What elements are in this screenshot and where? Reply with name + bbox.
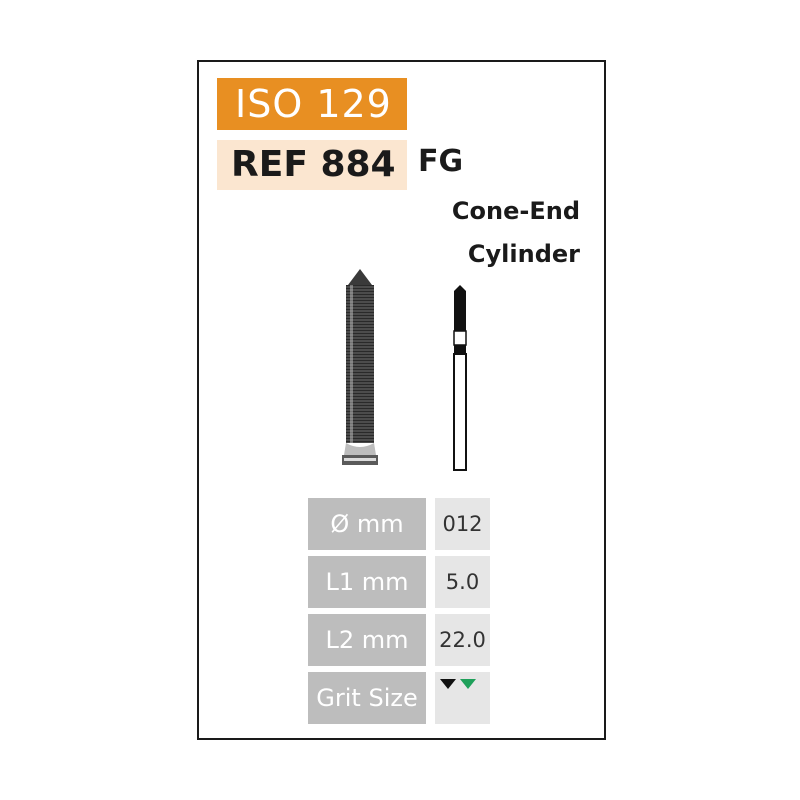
spec-label: L1 mm xyxy=(308,556,426,608)
iso-badge: ISO 129 xyxy=(217,78,407,130)
spec-value: 22.0 xyxy=(435,614,490,666)
grit-label: Grit Size xyxy=(308,672,426,724)
bur-detail-icon xyxy=(342,269,378,465)
bur-illustration xyxy=(342,269,467,471)
spec-value: 012 xyxy=(435,498,490,550)
spec-row-diameter: Ø mm 012 xyxy=(308,498,490,550)
shape-name-line1: Cone-End xyxy=(451,197,580,225)
spec-value: 5.0 xyxy=(435,556,490,608)
black-diamond-icon xyxy=(440,679,456,689)
shape-name-line2: Cylinder xyxy=(467,240,580,268)
bur-outline-icon xyxy=(453,285,467,471)
ref-badge: REF 884 xyxy=(217,140,407,190)
spec-row-l2: L2 mm 22.0 xyxy=(308,614,490,666)
spec-row-l1: L1 mm 5.0 xyxy=(308,556,490,608)
shank-type: FG xyxy=(418,144,464,179)
spec-label: Ø mm xyxy=(308,498,426,550)
green-diamond-icon xyxy=(460,679,476,689)
spec-label: L2 mm xyxy=(308,614,426,666)
grit-indicator xyxy=(440,679,476,689)
